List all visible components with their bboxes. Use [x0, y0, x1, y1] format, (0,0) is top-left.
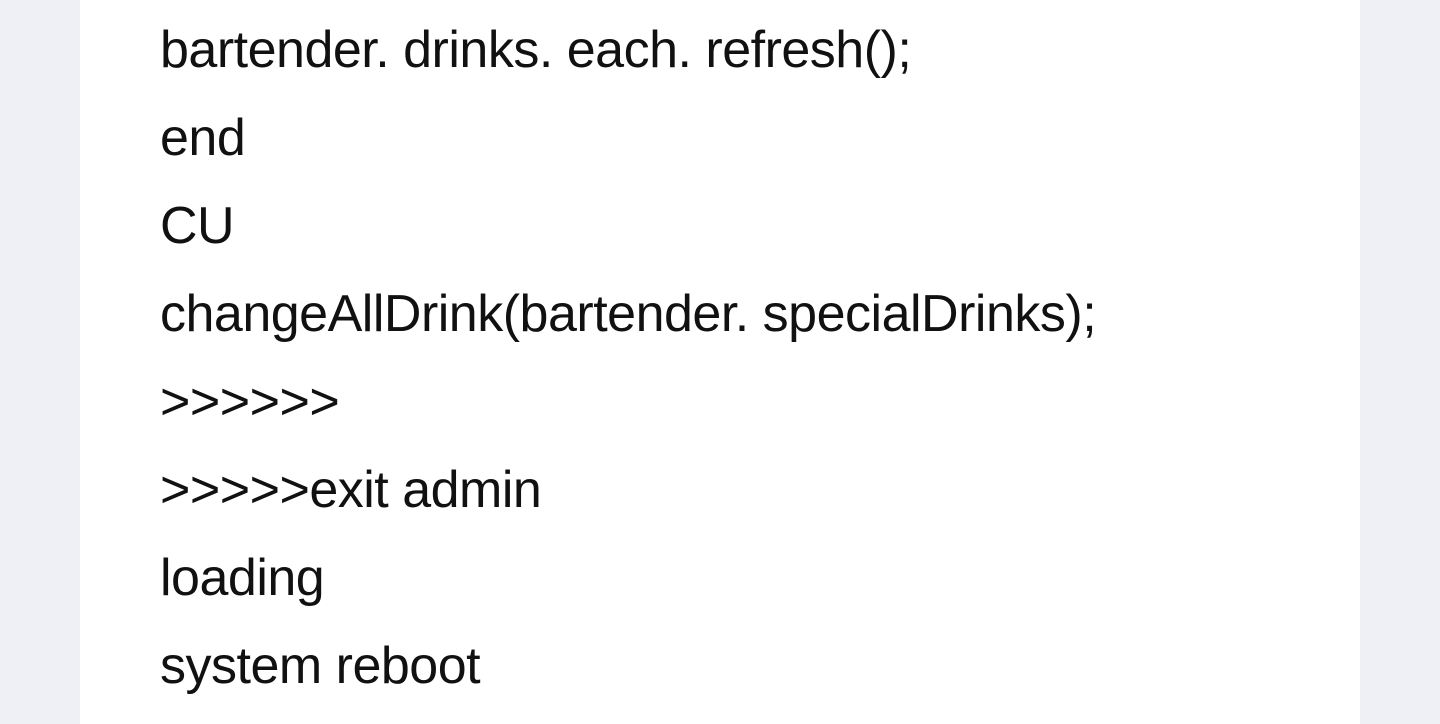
text-line-system-reboot: system reboot	[160, 637, 481, 695]
text-line-cu: CU	[160, 197, 235, 255]
text-line-change-all-drink: changeAllDrink(bartender. specialDrinks)…	[160, 285, 1097, 343]
text-line-prompt: >>>>>>	[160, 373, 340, 431]
text-line-end: end	[160, 109, 246, 167]
text-line-exit-admin: >>>>>exit admin	[160, 461, 542, 519]
document-page: bartender. drinks. each. refresh(); end …	[80, 0, 1360, 724]
text-line-refresh: bartender. drinks. each. refresh();	[160, 21, 912, 79]
text-line-loading: loading	[160, 549, 325, 607]
